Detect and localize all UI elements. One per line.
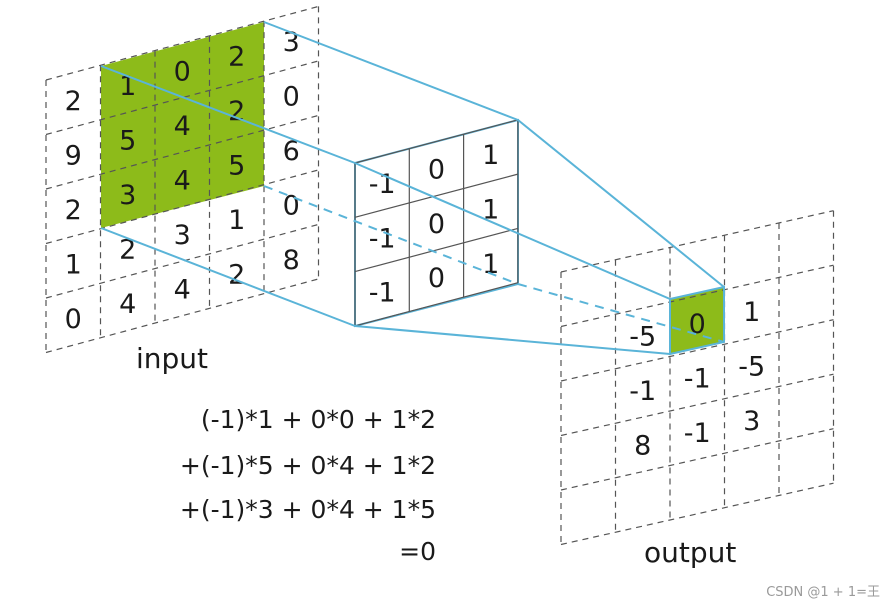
input-cell: 3 [174, 220, 191, 251]
kernel-cell: 0 [428, 209, 445, 240]
output-cell: -1 [684, 364, 711, 395]
equation-line-2: +(-1)*5 + 0*4 + 1*2 [180, 451, 436, 480]
input-cell: 2 [65, 86, 82, 117]
kernel-to-output-line-bottom-right-hidden [517, 283, 725, 343]
projection-line-top-right [263, 21, 519, 121]
input-grid-lines [45, 5, 320, 354]
input-cell: 1 [228, 205, 245, 236]
output-grid-hline [560, 210, 834, 273]
output-cell: -5 [738, 351, 765, 382]
output-cell: -1 [629, 376, 656, 407]
projection-line-top-left [100, 65, 356, 164]
kernel-to-output-line-top-right [517, 119, 725, 288]
input-cell: 8 [283, 245, 300, 276]
kernel-cell: 1 [482, 194, 499, 225]
watermark: CSDN @1 + 1=王 [766, 585, 880, 600]
kernel-cell: 0 [428, 263, 445, 294]
convolution-equation: (-1)*1 + 0*0 + 1*2 +(-1)*5 + 0*4 + 1*2 +… [180, 405, 436, 566]
kernel-cell: 0 [428, 155, 445, 186]
projection-line-bottom-left [100, 227, 356, 327]
kernel-cell: 1 [482, 140, 499, 171]
output-cell: 3 [743, 406, 760, 437]
kernel-grid-lines [354, 119, 519, 327]
input-receptive-field-highlight [101, 22, 264, 228]
input-cell: 4 [174, 274, 191, 305]
kernel-grid-hline [354, 227, 519, 273]
input-grid-hline [45, 278, 319, 354]
output-grid-hline [560, 482, 834, 546]
output-result-cell-outline [669, 285, 725, 356]
input-cell: 4 [174, 111, 191, 142]
input-cell: 2 [119, 235, 136, 266]
output-grid-hline [560, 319, 834, 382]
input-cell: 9 [65, 140, 82, 171]
kernel-to-output-line-bottom-left [354, 325, 671, 355]
projection-line-bottom-right-hidden [263, 185, 519, 285]
kernel-grid-hline [354, 173, 519, 218]
kernel-to-output-line-top-left [354, 162, 671, 300]
kernel-grid-hline [354, 119, 519, 164]
output-cell: -5 [629, 321, 656, 352]
output-grid-hline [560, 264, 834, 328]
kernel-cell: -1 [369, 169, 396, 200]
equation-line-3: +(-1)*3 + 0*4 + 1*5 [180, 495, 436, 524]
output-grid-lines [560, 210, 835, 546]
equation-line-1: (-1)*1 + 0*0 + 1*2 [201, 405, 436, 434]
input-cell: 0 [65, 304, 82, 335]
projection-lines [100, 21, 725, 356]
equation-result: =0 [399, 537, 436, 566]
output-cell: 1 [743, 297, 760, 328]
input-cell: 5 [119, 126, 136, 157]
output-label: output [644, 536, 736, 569]
output-grid-hline [560, 373, 834, 437]
input-cell: 0 [283, 82, 300, 113]
input-cell: 2 [228, 96, 245, 127]
input-grid-hline [45, 5, 319, 81]
kernel-cell: 1 [482, 249, 499, 280]
input-cell: 4 [119, 289, 136, 320]
output-cell: -1 [684, 418, 711, 449]
output-cell: 8 [634, 430, 651, 461]
input-cell: 0 [174, 56, 191, 87]
input-grid-hline [45, 169, 319, 245]
output-grid-hline [560, 428, 834, 491]
kernel-cell: -1 [369, 278, 396, 309]
input-grid-hline [45, 114, 319, 190]
input-grid-hline [45, 223, 319, 299]
input-cell: 1 [65, 249, 82, 280]
input-cell: 3 [119, 180, 136, 211]
input-cell: 6 [283, 136, 300, 167]
input-cell: 2 [228, 260, 245, 291]
input-label: input [136, 342, 208, 375]
input-cell: 2 [228, 42, 245, 73]
input-cell: 4 [174, 165, 191, 196]
input-cell: 1 [119, 71, 136, 102]
input-grid-hline [45, 60, 319, 136]
input-cell: 5 [228, 151, 245, 182]
kernel-grid-hline [354, 282, 519, 327]
input-cell: 2 [65, 195, 82, 226]
